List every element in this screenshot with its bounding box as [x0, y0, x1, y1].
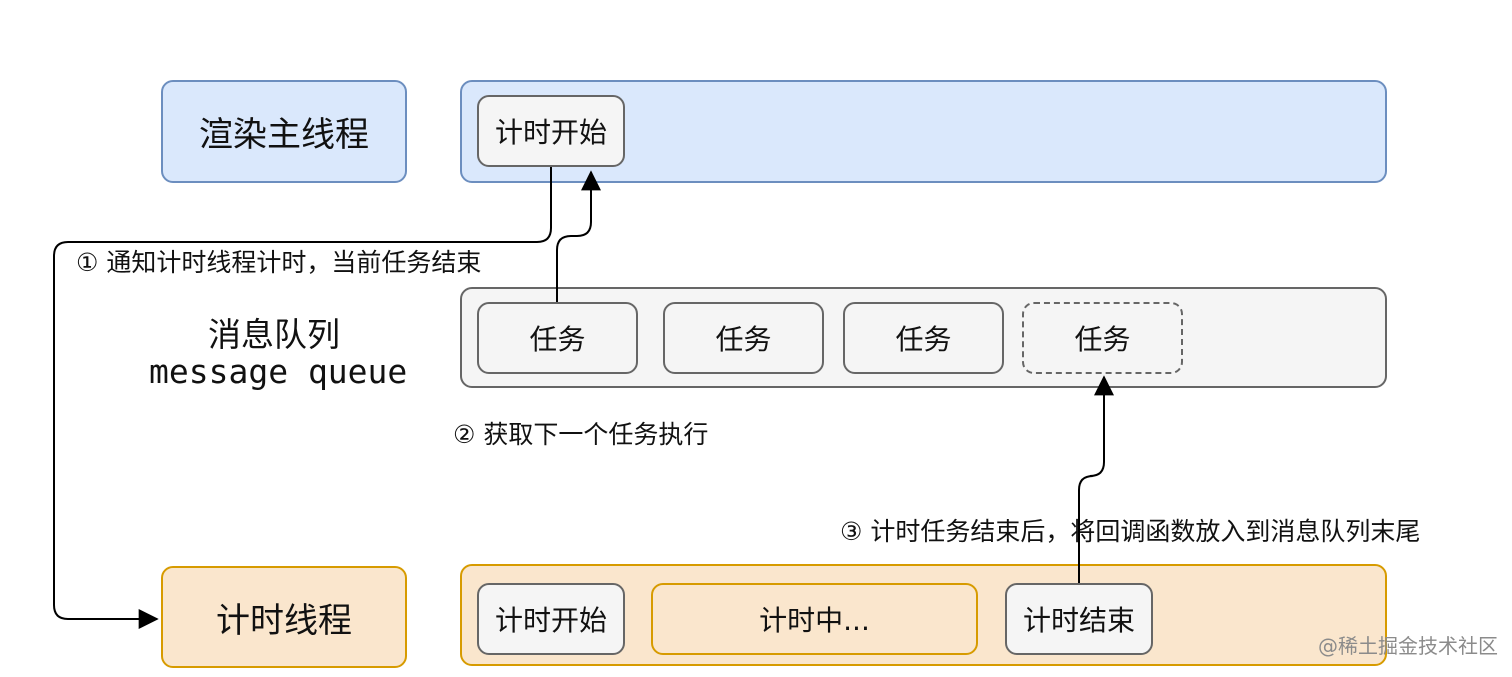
timer-start-task: 计时开始: [477, 583, 625, 655]
step2-annotation: ② 获取下一个任务执行: [453, 420, 709, 449]
step3-annotation: ③ 计时任务结束后，将回调函数放入到消息队列末尾: [840, 517, 1421, 546]
queue-task-4-label: 任务: [1074, 323, 1131, 356]
timer-thread-label: 计时线程: [216, 600, 352, 641]
message-queue-label-cn: 消息队列: [208, 315, 340, 354]
queue-task-2: 任务: [663, 302, 824, 374]
render-timer-start-task: 计时开始: [477, 95, 625, 167]
render-thread-label: 渲染主线程: [199, 115, 369, 155]
timer-thread-label-box: 计时线程: [161, 566, 407, 668]
render-thread-label-box: 渲染主线程: [161, 80, 407, 183]
step1-arrow: [53, 167, 552, 629]
message-queue-label-en: message queue: [149, 352, 408, 391]
queue-task-3-label: 任务: [895, 323, 952, 356]
step2-arrow: [556, 170, 601, 302]
timer-running-label: 计时中...: [759, 604, 870, 637]
step3-arrow: [1078, 375, 1114, 583]
queue-task-2-label: 任务: [715, 323, 772, 356]
queue-task-1: 任务: [477, 302, 638, 374]
timer-end-task: 计时结束: [1005, 583, 1153, 655]
timer-running-task: 计时中...: [651, 583, 978, 655]
render-timer-start-label: 计时开始: [494, 116, 607, 149]
queue-task-1-label: 任务: [529, 323, 586, 356]
queue-task-3: 任务: [843, 302, 1004, 374]
queue-task-4-pending: 任务: [1022, 302, 1183, 374]
step1-annotation: ① 通知计时线程计时，当前任务结束: [76, 248, 482, 277]
watermark: @稀土掘金技术社区: [1318, 634, 1498, 658]
timer-start-label: 计时开始: [494, 604, 607, 637]
timer-end-label: 计时结束: [1022, 604, 1135, 637]
